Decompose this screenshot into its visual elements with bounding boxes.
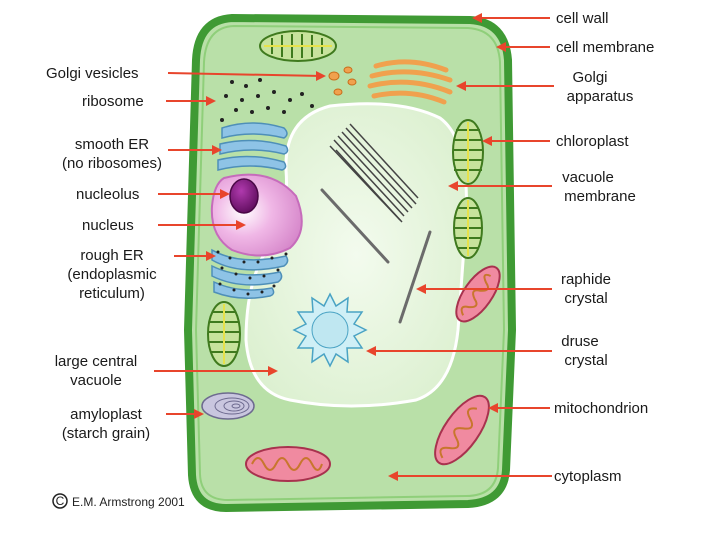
copyright-icon [52, 493, 68, 509]
chloroplast-right-1 [452, 119, 484, 185]
label-chloroplast: chloroplast [556, 133, 629, 150]
ribosomes [220, 78, 314, 122]
copyright-credit: C E.M. Armstrong 2001 [52, 493, 185, 509]
label-membrane: membrane [564, 188, 636, 205]
chloroplast-left [207, 301, 241, 367]
label-mitochondrion: mitochondrion [554, 400, 648, 417]
left-arrows [154, 71, 326, 419]
chloroplast-right-2 [453, 197, 483, 259]
credit-text: E.M. Armstrong 2001 [72, 495, 185, 509]
golgi-vesicles [328, 66, 357, 96]
raphide-crystal-a [320, 188, 390, 264]
right-arrows [366, 13, 554, 481]
copyright-symbol: C [56, 494, 65, 508]
label-amyloplast: amyloplast [70, 406, 143, 423]
chloroplast-top [259, 30, 337, 62]
nucleolus [229, 178, 259, 214]
label-cytoplasm: cytoplasm [554, 468, 622, 485]
label-vacuole: vacuole [70, 372, 122, 389]
mitochondrion-right [434, 394, 490, 466]
label-smooth-er-note: (no ribosomes) [62, 155, 162, 172]
label-rough-er-line3: reticulum) [79, 285, 145, 302]
label-cell-wall: cell wall [556, 10, 609, 27]
label-ribosome: ribosome [82, 93, 144, 110]
mitochondrion-bottom [245, 446, 331, 482]
cell-membrane [194, 24, 506, 502]
nucleus [210, 173, 303, 257]
label-raphide-crystal: crystal [564, 290, 607, 307]
label-large-central-vacuole: large central [55, 353, 138, 370]
label-golgi: Golgi [572, 69, 607, 86]
label-druse: druse [561, 333, 599, 350]
label-smooth-er: smooth ER [75, 136, 149, 153]
label-nucleus: nucleus [82, 217, 134, 234]
label-vacuole-membrane: vacuole [562, 169, 614, 186]
label-nucleolus: nucleolus [76, 186, 139, 203]
label-rough-er: rough ER [80, 247, 144, 264]
label-starch-grain: (starch grain) [62, 425, 150, 442]
raphide-crystal-b [398, 230, 432, 324]
druse-crystal [292, 292, 368, 368]
label-raphide: raphide [561, 271, 611, 288]
label-golgi-apparatus: apparatus [567, 88, 634, 105]
smooth-er [217, 122, 289, 171]
amyloplast [201, 392, 255, 420]
raphide-bundle [329, 123, 419, 223]
label-golgi-vesicles: Golgi vesicles [46, 65, 139, 82]
label-cell-membrane: cell membrane [556, 39, 654, 56]
label-druse-crystal: crystal [564, 352, 607, 369]
mitochondrion-right-small [455, 265, 501, 323]
golgi-apparatus [367, 59, 453, 105]
rough-er [211, 248, 289, 299]
label-rough-er-line2: (endoplasmic [67, 266, 157, 283]
